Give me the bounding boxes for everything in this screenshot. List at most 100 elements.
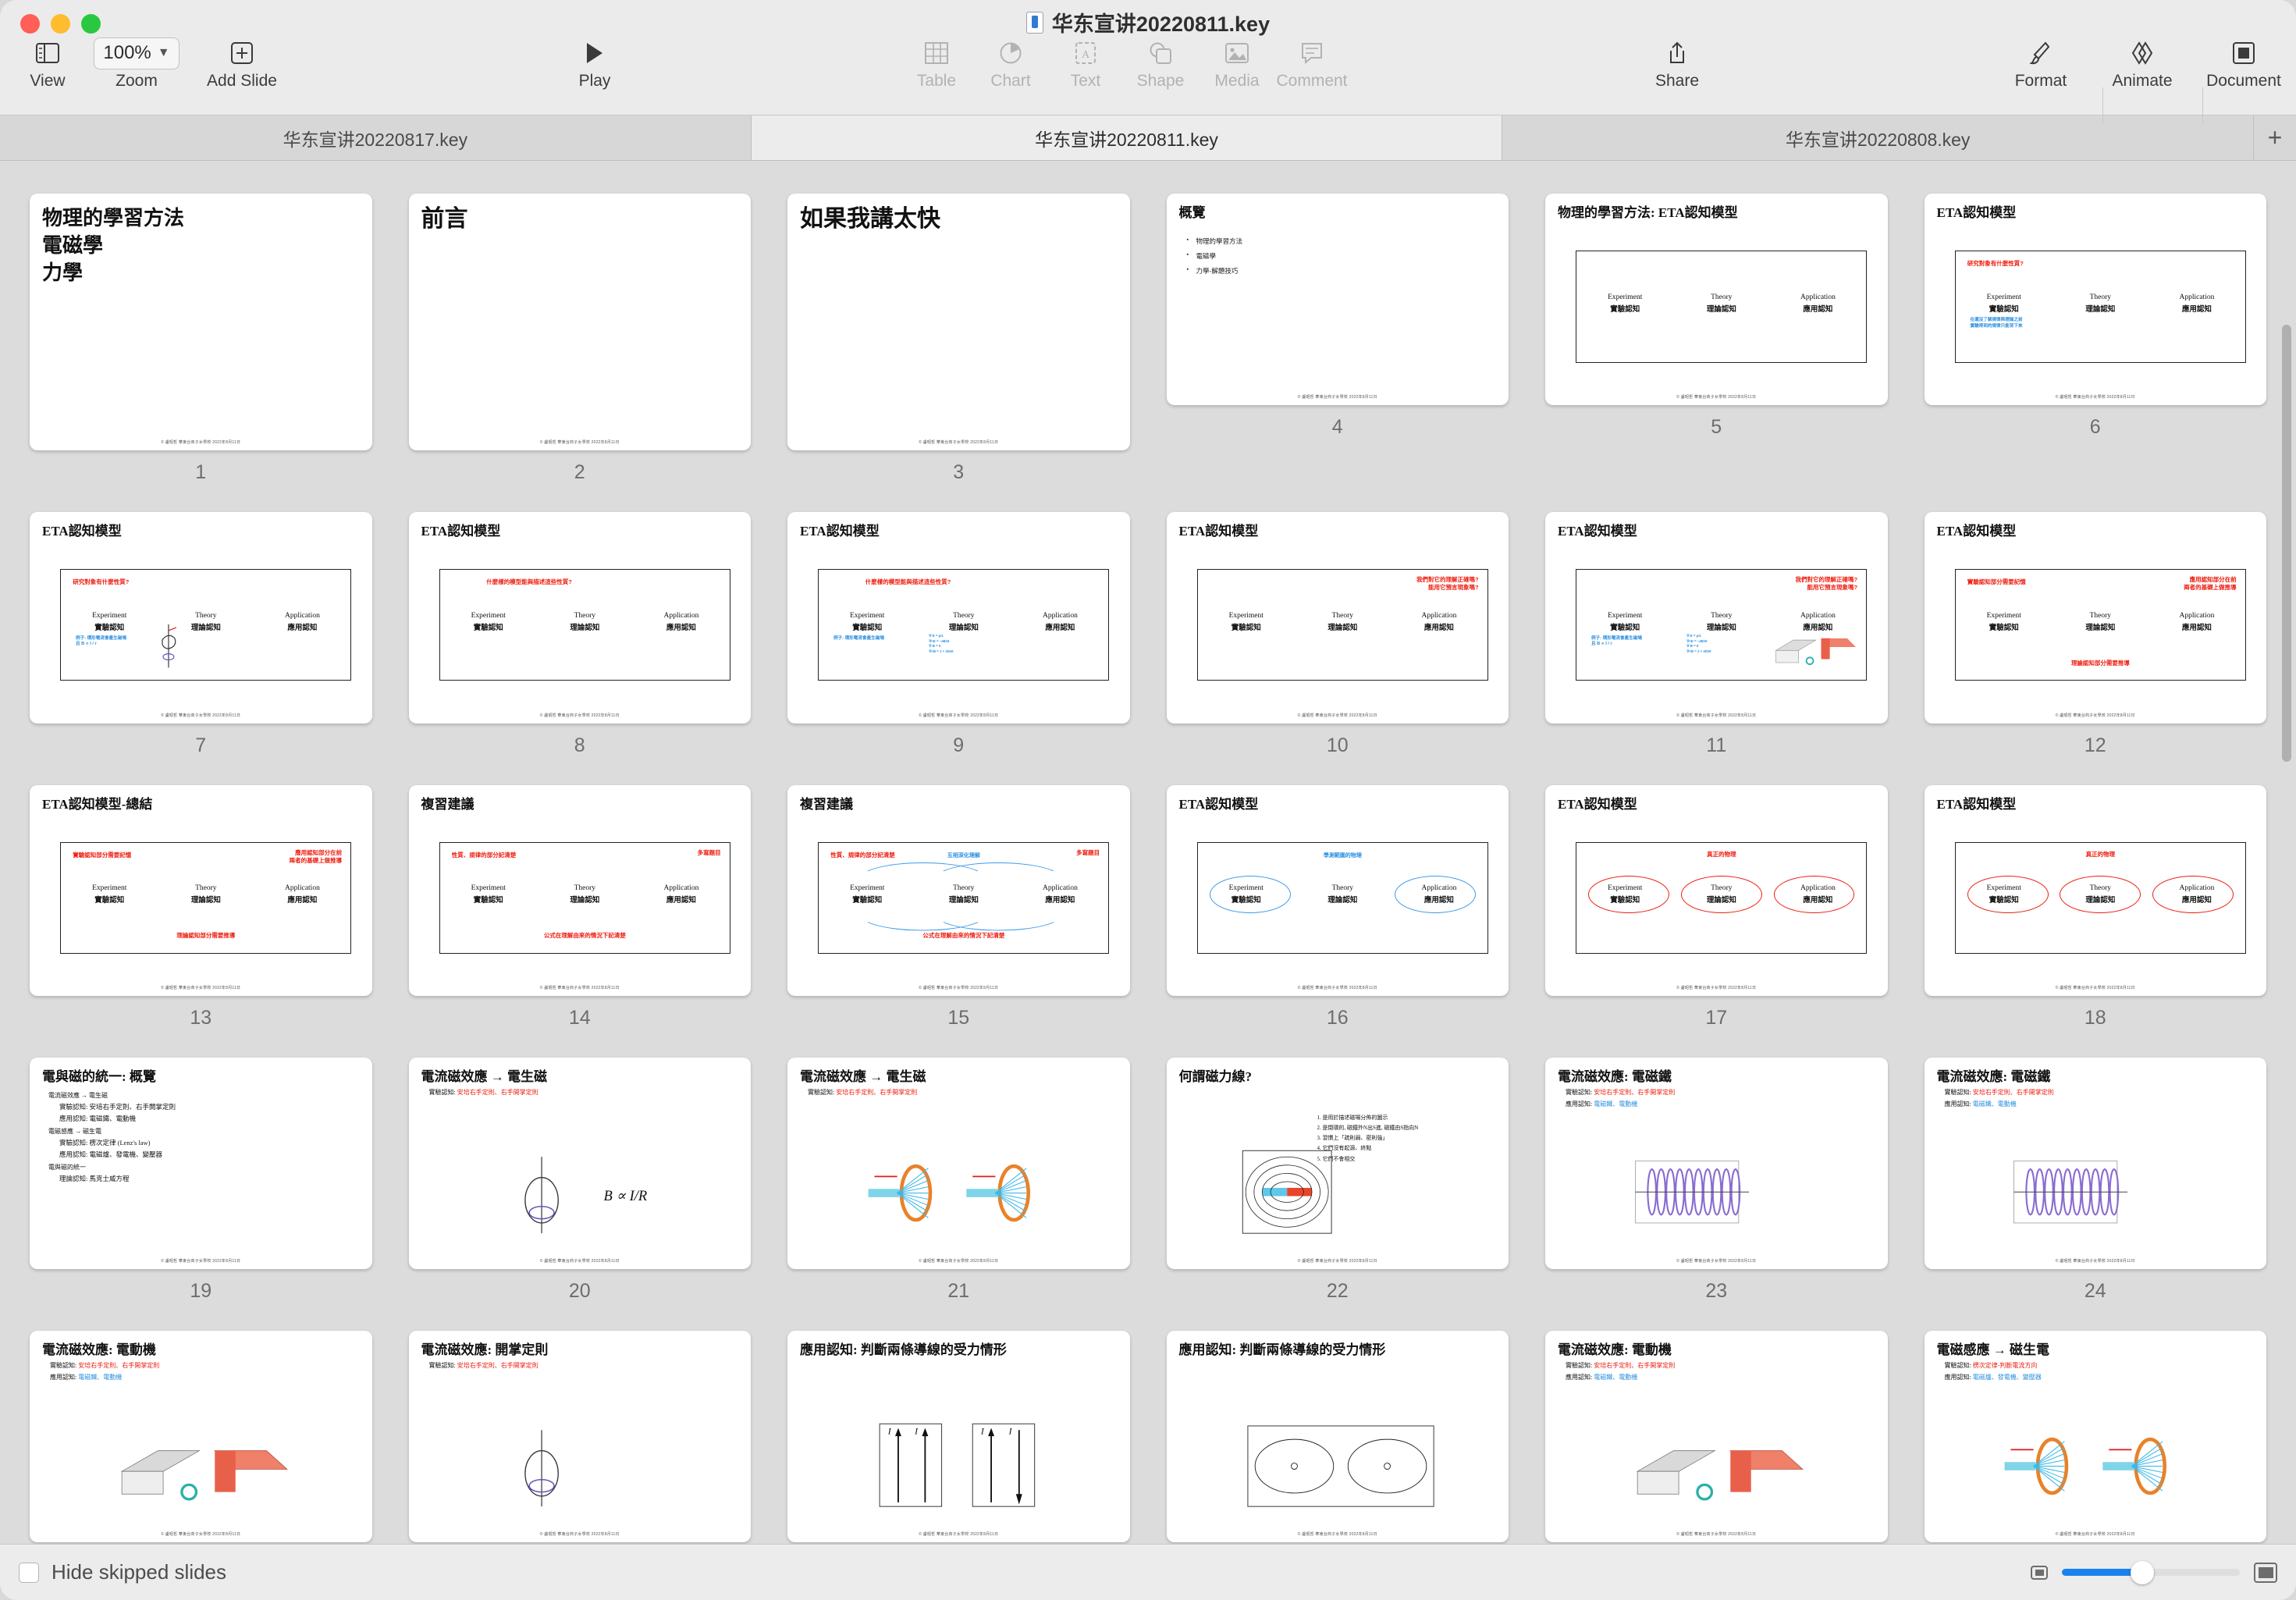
outline-line: 實驗認知: 安培右手定則、右手開掌定則 [59,1103,176,1111]
add-slide-button[interactable]: Add Slide [199,39,285,91]
slide-number: 12 [2084,734,2106,756]
hide-skipped-checkbox[interactable] [19,1562,39,1583]
slide-number: 1 [195,460,207,483]
eta-red-note-bottom: 理論認知部分需要推導 [2070,659,2130,667]
text-button[interactable]: A Text [1043,39,1128,91]
slide-number: 13 [190,1007,212,1029]
eta-column-cn: 應用認知 [1803,305,1833,314]
eta-column-cn: 實驗認知 [852,624,883,632]
slide-navigator[interactable]: 物理的學習方法電磁學力學© 盧昭哲 華東台商子女學校 2022年8月11日 1 前言… [0,161,2296,1544]
slide-thumbnail[interactable]: 電流磁效應: 電動機實驗認知: 安培右手定則、右手開掌定則應用認知: 電磁鐵、電… [30,1330,372,1542]
slide-thumbnail[interactable]: 電流磁效應: 電磁鐵實驗認知: 安培右手定則、右手開掌定則應用認知: 電磁鐵、電… [1924,1058,2266,1269]
document-button[interactable]: Document [2201,39,2287,91]
slide-title: 應用認知: 判斷兩條導線的受力情形 [800,1342,1007,1357]
slide-thumbnail[interactable]: 電流磁效應: 開掌定則實驗認知: 安培右手定則、右手開掌定則© 盧昭哲 華東台商… [408,1330,751,1542]
slide-thumbnail[interactable]: 前言© 盧昭哲 華東台商子女學校 2022年8月11日 [408,194,751,450]
animate-button[interactable]: Animate [2099,39,2185,91]
small-thumbnail-icon[interactable] [2031,1565,2048,1580]
slide-cell: 概覽物理的學習方法電磁學力學-解題技巧© 盧昭哲 華東台商子女學校 2022年8… [1166,180,1509,498]
hide-skipped-slides-control[interactable]: Hide skipped slides [19,1560,226,1584]
slide-thumbnail[interactable]: 電磁感應 → 磁生電實驗認知: 楞次定律-判斷電流方向應用認知: 電磁爐、發電機… [1924,1330,2266,1542]
tab-0[interactable]: 华东宣讲20220817.key [0,116,752,160]
slide-thumbnail[interactable]: 電與磁的統一: 概覽電流磁效應 → 電生磁實驗認知: 安培右手定則、右手開掌定則… [30,1058,372,1269]
document-panel-icon [2233,39,2255,67]
eta-blue-note-left: 例子: 環形電流會產生磁場且 B ∝ I / r [75,635,126,647]
thumbnail-size-control[interactable] [2031,1560,2277,1584]
eta-column-cn: 理論認知 [948,624,979,632]
table-button[interactable]: Table [894,39,979,91]
large-thumbnail-icon[interactable] [2254,1562,2277,1583]
outline-line: 理論認知: 馬克士威方程 [59,1175,130,1183]
slide-thumbnail[interactable]: 如果我講太快© 盧昭哲 華東台商子女學校 2022年8月11日 [787,194,1130,450]
maximize-button[interactable] [81,14,101,34]
slide-thumbnail[interactable]: 電流磁效應: 電磁鐵實驗認知: 安培右手定則、右手開掌定則應用認知: 電磁鐵、電… [1545,1058,1888,1269]
plus-icon: + [2267,123,2283,151]
slide-title: 電流磁效應 → 電生磁 [421,1069,548,1085]
comment-button[interactable]: Comment [1269,39,1355,91]
new-tab-button[interactable]: + [2254,116,2296,160]
slide-figure [1587,1420,1854,1513]
slide-thumbnail[interactable]: 物理的學習方法電磁學力學© 盧昭哲 華東台商子女學校 2022年8月11日 [30,194,372,450]
thumbnail-size-slider[interactable] [2062,1560,2240,1584]
slide-figure [1207,1147,1474,1239]
chart-button[interactable]: Chart [968,39,1054,91]
eta-column-cn: 理論認知 [570,897,600,905]
slide-thumbnail[interactable]: 電流磁效應: 電動機實驗認知: 安培右手定則、右手開掌定則應用認知: 電磁鐵、電… [1545,1330,1888,1542]
tab-1[interactable]: 华东宣讲20220811.key [751,116,1503,160]
vertical-scrollbar[interactable] [2282,325,2291,1481]
scrollbar-thumb[interactable] [2282,325,2291,762]
format-button[interactable]: Format [1998,39,2084,91]
eta-column-cn: 應用認知 [666,897,696,905]
share-button[interactable]: Share [1634,39,1720,91]
slide-footer: © 盧昭哲 華東台商子女學校 2022年8月11日 [1297,986,1377,991]
close-button[interactable] [20,14,40,34]
media-icon [1225,39,1249,67]
svg-text:B ∝ I/R: B ∝ I/R [604,1188,648,1204]
zoom-control[interactable]: 100% ▼ Zoom [86,37,187,91]
zoom-value-pill[interactable]: 100% ▼ [94,37,179,69]
tab-2[interactable]: 华东宣讲20220808.key [1502,116,2255,160]
media-button[interactable]: Media [1194,39,1280,91]
eta-column-cn: 理論認知 [948,897,979,905]
slide-thumbnail[interactable]: 應用認知: 判斷兩條導線的受力情形© 盧昭哲 華東台商子女學校 2022年8月1… [1166,1330,1509,1542]
slide-title: 複習建議 [421,796,474,812]
minimize-button[interactable] [51,14,70,34]
slide-thumbnail[interactable]: 概覽物理的學習方法電磁學力學-解題技巧© 盧昭哲 華東台商子女學校 2022年8… [1166,194,1509,405]
slide-thumbnail[interactable]: 電流磁效應 → 電生磁實驗認知: 安培右手定則、右手開掌定則© 盧昭哲 華東台商… [787,1058,1130,1269]
view-button[interactable]: View [5,39,91,91]
shape-button[interactable]: Shape [1118,39,1203,91]
play-button[interactable]: Play [552,39,638,91]
format-brush-icon [2030,39,2052,67]
